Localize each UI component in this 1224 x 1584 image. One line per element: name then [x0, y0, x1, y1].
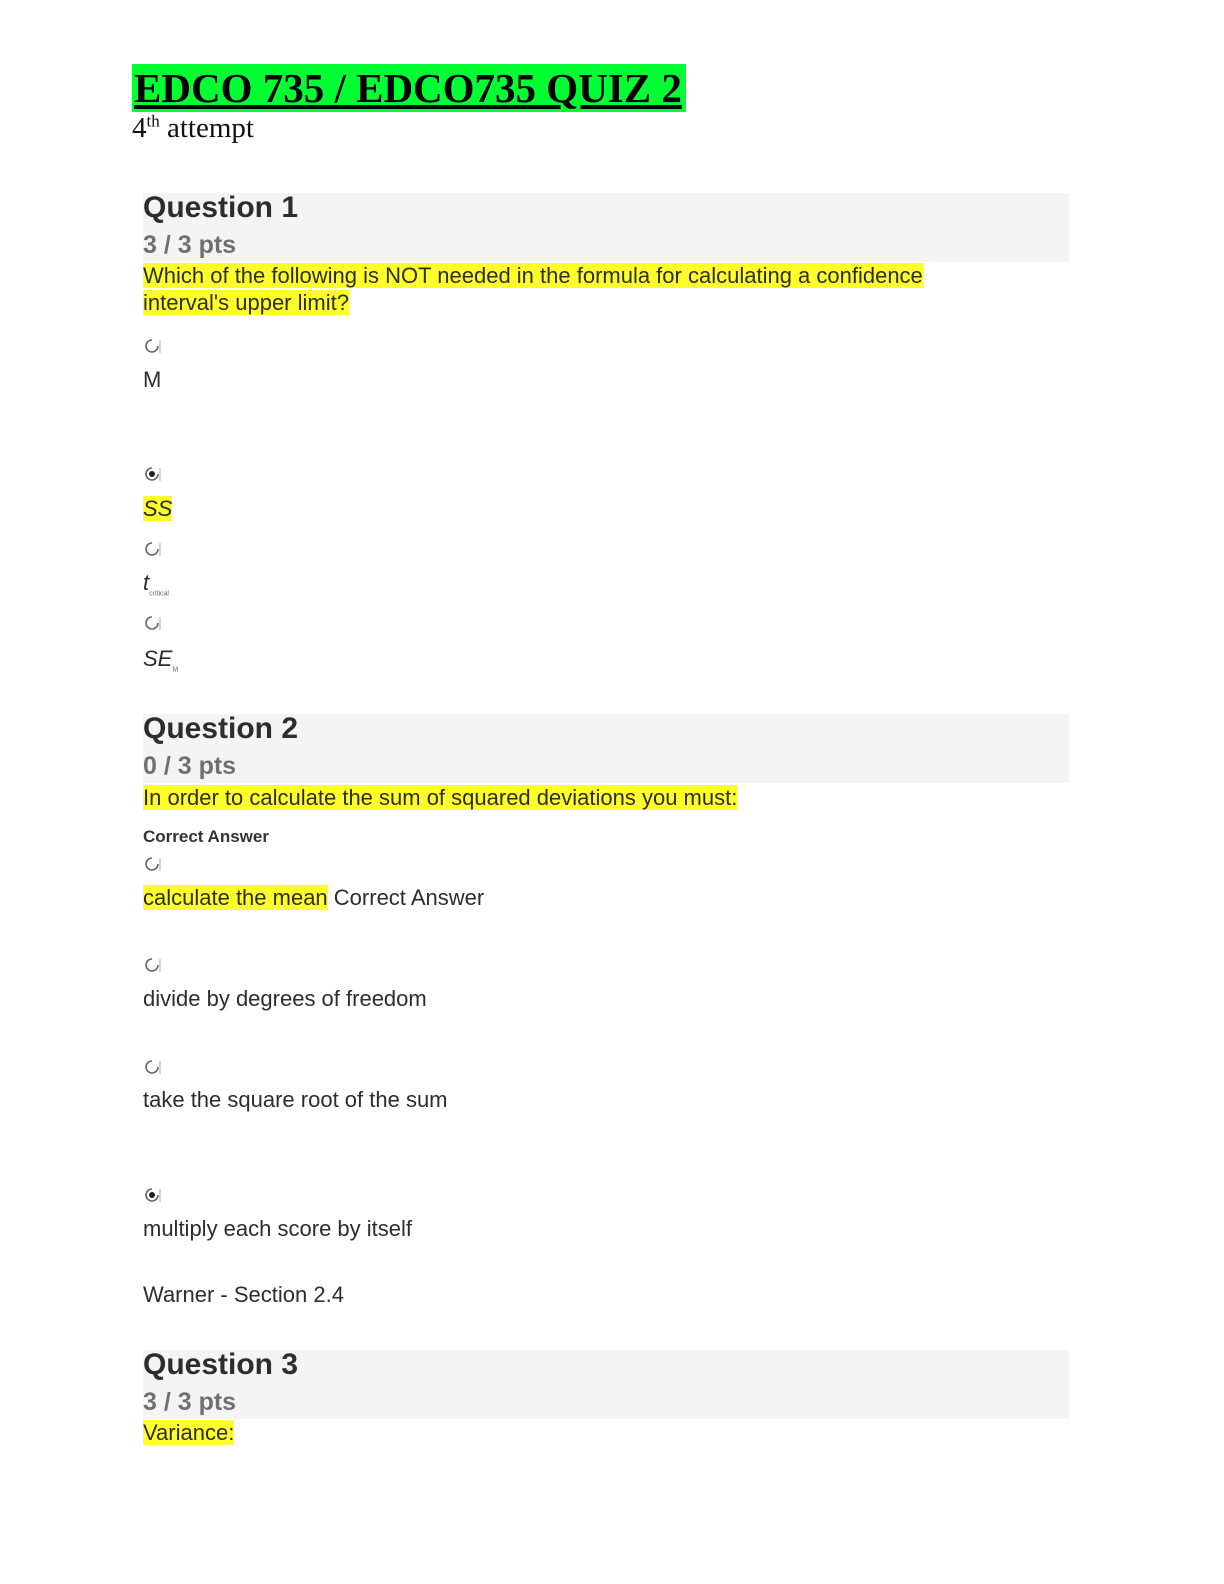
q2-reference: Warner - Section 2.4	[143, 1282, 344, 1307]
question-3-prompt: Variance:	[143, 1419, 235, 1446]
question-2-title: Question 2	[143, 712, 299, 745]
question-1-title: Question 1	[143, 191, 299, 224]
q2-option-1-label: calculate the mean Correct Answer	[143, 884, 484, 911]
q2-option-1-correct-marker: Correct Answer	[333, 885, 485, 910]
attempt-number: 4	[132, 112, 147, 144]
q1-option-3-radio[interactable]	[144, 540, 162, 558]
question-1-prompt-line2: interval's upper limit?	[143, 290, 349, 315]
q1-option-2-text: SS	[143, 496, 173, 521]
question-3-title: Question 3	[143, 1348, 299, 1381]
q1-option-3-label: tcritical	[143, 569, 169, 607]
q1-option-1-radio[interactable]	[144, 337, 162, 355]
question-3-points: 3 / 3 pts	[143, 1388, 237, 1416]
q2-option-1-text: calculate the mean	[143, 885, 328, 910]
question-2-header: Question 2 0 / 3 pts	[143, 712, 1069, 783]
q1-option-2-radio-selected[interactable]	[144, 465, 162, 483]
q2-option-4-radio-selected[interactable]	[144, 1186, 162, 1204]
correct-answer-label: Correct Answer	[143, 827, 269, 846]
q2-option-1-radio[interactable]	[144, 855, 162, 873]
q1-option-4-radio[interactable]	[144, 614, 162, 632]
question-3-header: Question 3 3 / 3 pts	[143, 1348, 1069, 1419]
q1-option-3-sub: critical	[149, 590, 169, 598]
q2-option-2-label: divide by degrees of freedom	[143, 986, 427, 1011]
attempt-word: attempt	[166, 112, 254, 144]
question-1-prompt-line1: Which of the following is NOT needed in …	[143, 263, 923, 288]
document-title: EDCO 735 / EDCO735 QUIZ 2	[132, 64, 686, 112]
q2-option-3-radio[interactable]	[144, 1058, 162, 1076]
question-2-points: 0 / 3 pts	[143, 752, 237, 780]
question-1-prompt: Which of the following is NOT needed in …	[143, 262, 923, 316]
question-2-prompt: In order to calculate the sum of squared…	[143, 784, 738, 811]
attempt-label: 4th attempt	[132, 112, 254, 145]
q2-option-3-label: take the square root of the sum	[143, 1087, 448, 1112]
question-1-points: 3 / 3 pts	[143, 231, 237, 259]
q2-option-4-label: multiply each score by itself	[143, 1216, 412, 1241]
q1-option-4-label: SEM	[143, 645, 178, 683]
attempt-ordinal: th	[146, 111, 160, 131]
document-title-wrap: EDCO 735 / EDCO735 QUIZ 2	[132, 64, 686, 112]
q1-option-4-main: SE	[143, 646, 173, 671]
question-3-prompt-text: Variance:	[143, 1420, 235, 1445]
question-1-header: Question 1 3 / 3 pts	[143, 191, 1069, 262]
q1-option-2-label: SS	[143, 495, 173, 522]
q1-option-3-main: t	[143, 570, 150, 595]
q2-option-2-radio[interactable]	[144, 956, 162, 974]
q1-option-4-sub: M	[172, 666, 179, 674]
q1-option-1-label: M	[143, 367, 162, 392]
question-2-prompt-text: In order to calculate the sum of squared…	[143, 785, 738, 810]
